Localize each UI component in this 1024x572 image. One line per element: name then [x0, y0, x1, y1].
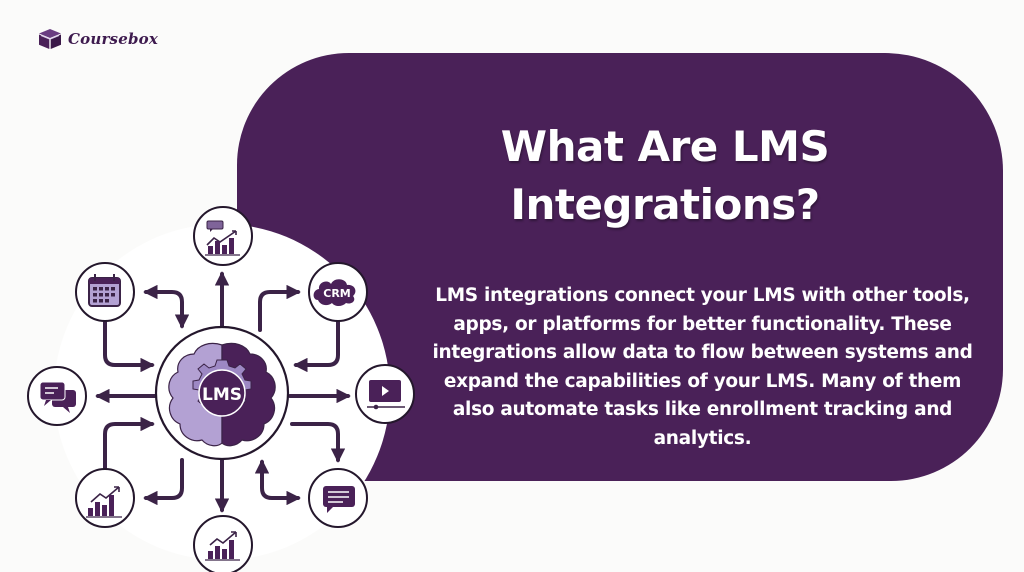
page-title: What Are LMS Integrations?: [400, 118, 930, 234]
connector-crm-in: [293, 320, 340, 373]
chat-bubbles-icon: [39, 381, 76, 413]
connector-crm-out: [258, 284, 301, 332]
connector-calendar-bidir: [143, 284, 190, 329]
hub-label: LMS: [202, 385, 242, 405]
node-top: [193, 206, 253, 266]
crm-label: CRM: [323, 287, 351, 300]
lms-integration-diagram: LMS CRM: [27, 206, 415, 572]
connector-hub-chart-left: [143, 458, 184, 506]
message-icon: [323, 486, 355, 513]
title-line-1: What Are LMS: [500, 122, 830, 171]
connector-message-bidir: [254, 459, 301, 506]
connector-calendar: [103, 320, 155, 373]
lms-hub: LMS: [154, 325, 290, 461]
connector-chart-left: [103, 416, 155, 470]
connector-message-in: [290, 422, 346, 463]
video-player-icon: [367, 380, 405, 410]
bar-chart-icon: [205, 531, 240, 561]
description-text: LMS integrations connect your LMS with o…: [432, 285, 973, 449]
cube-box-icon: [39, 29, 61, 49]
brand-logo: Coursebox: [38, 28, 158, 50]
chart-chat-icon: [205, 220, 240, 256]
brand-name: Coursebox: [68, 30, 158, 48]
bar-chart-icon: [86, 486, 122, 518]
calendar-icon: [88, 274, 121, 307]
crm-cloud-icon: CRM: [313, 279, 356, 306]
node-chart-bottom: [193, 515, 253, 572]
title-line-2: Integrations?: [510, 180, 820, 229]
